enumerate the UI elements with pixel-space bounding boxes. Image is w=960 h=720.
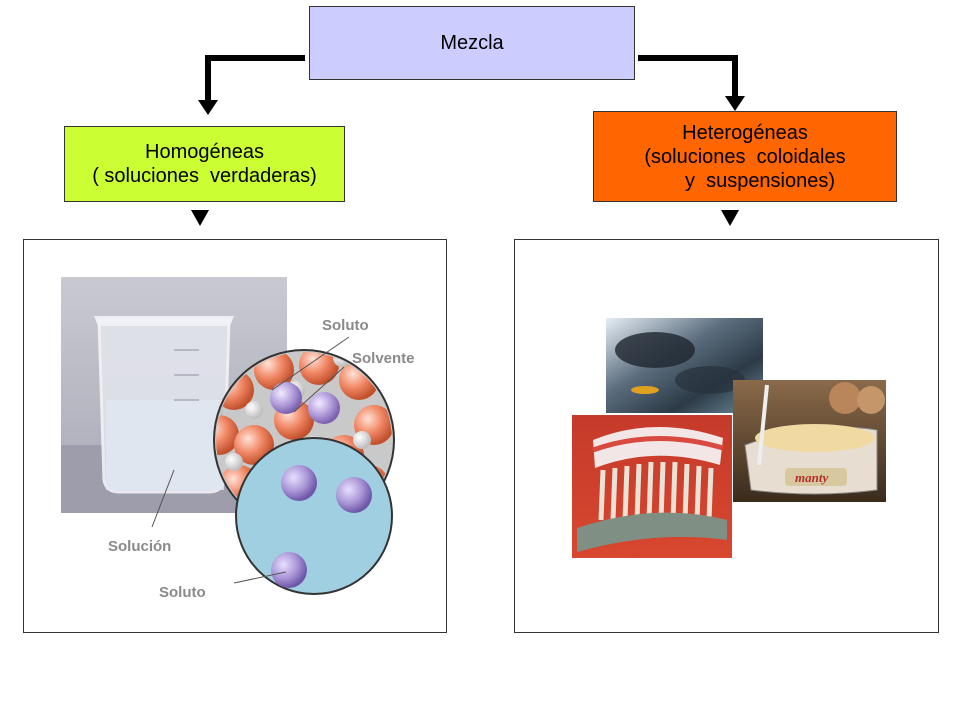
label-soluto-top: Soluto	[322, 317, 369, 334]
down-triangle-right	[721, 210, 739, 226]
label-solvente: Solvente	[352, 350, 415, 367]
mezcla-label: Mezcla	[440, 32, 504, 54]
heterogeneous-panel: manty	[514, 239, 939, 633]
label-solucion: Solución	[108, 538, 171, 555]
homogeneas-box: Homogéneas ( soluciones verdaderas)	[64, 126, 345, 202]
heterogeneas-box: Heterogéneas (soluciones coloidales y su…	[593, 111, 897, 202]
heterogeneas-line3: y suspensiones)	[684, 169, 836, 192]
beaker-illustration: Soluto Solvente Solución Soluto	[61, 277, 415, 601]
photo-collage: manty	[572, 318, 886, 558]
connector-left	[205, 55, 305, 102]
connector-right	[638, 55, 738, 98]
mezcla-box: Mezcla	[309, 6, 635, 80]
arrowhead-right	[725, 96, 745, 111]
heterogeneas-title: Heterogéneas	[682, 121, 808, 144]
solute-zoom	[235, 437, 393, 595]
label-soluto-bottom: Soluto	[159, 584, 206, 601]
toothpaste-photo	[572, 415, 732, 558]
homogeneas-title: Homogéneas	[145, 141, 264, 163]
down-triangle-left	[191, 210, 209, 226]
homogeneous-panel: Soluto Solvente Solución Soluto	[23, 239, 447, 633]
homogeneas-subtitle: ( soluciones verdaderas)	[92, 165, 317, 187]
margarine-photo: manty	[733, 380, 886, 502]
svg-text:manty: manty	[795, 470, 828, 485]
arrowhead-left	[198, 100, 218, 115]
heterogeneas-line2: (soluciones coloidales	[644, 145, 846, 168]
